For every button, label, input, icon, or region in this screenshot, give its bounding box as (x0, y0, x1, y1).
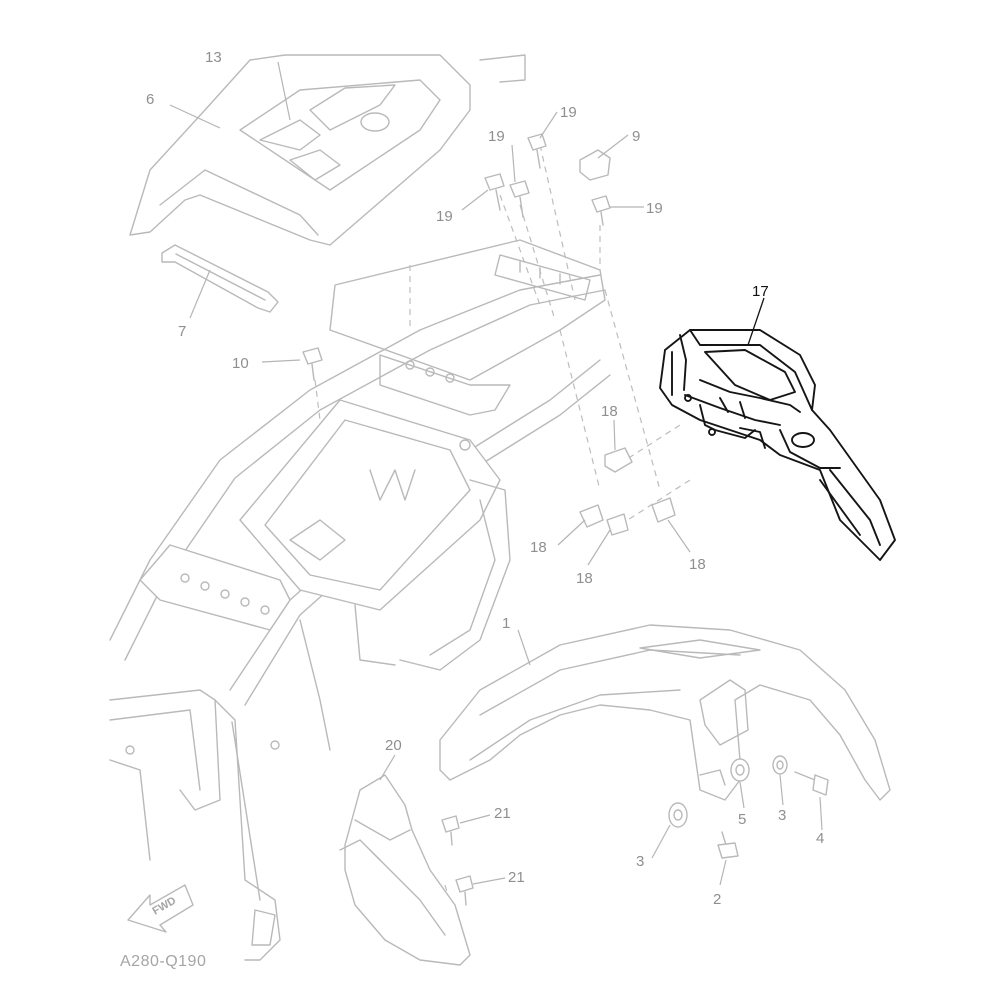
callout-21-b: 21 (508, 869, 525, 886)
callout-19-a: 19 (560, 104, 577, 121)
collar-part-10[interactable] (302, 347, 323, 381)
washer-3-a[interactable] (668, 802, 688, 828)
callout-1: 1 (502, 615, 510, 632)
bolt-19-c[interactable] (509, 180, 530, 218)
callout-4: 4 (816, 830, 824, 847)
damper-18-d[interactable] (651, 497, 676, 523)
callout-7: 7 (178, 323, 186, 340)
collar-part-5[interactable] (730, 758, 750, 782)
callout-2: 2 (713, 891, 721, 908)
screw-21-b[interactable] (455, 875, 474, 906)
mud-flap-part-20[interactable] (339, 774, 471, 966)
grab-bar-part-7[interactable] (161, 244, 279, 313)
callout-18-c: 18 (576, 570, 593, 587)
callout-17: 17 (752, 283, 769, 300)
callout-3-b: 3 (778, 807, 786, 824)
callout-20: 20 (385, 737, 402, 754)
callout-19-d: 19 (646, 200, 663, 217)
callout-5: 5 (738, 811, 746, 828)
callout-18-a: 18 (601, 403, 618, 420)
callout-13: 13 (205, 49, 222, 66)
callout-9: 9 (632, 128, 640, 145)
bolt-part-2[interactable] (717, 831, 739, 859)
front-fender-part-1[interactable] (439, 624, 891, 801)
rear-frame (109, 239, 611, 961)
leader-lines (169, 61, 823, 886)
callout-18-d: 18 (689, 556, 706, 573)
callout-6: 6 (146, 91, 154, 108)
damper-18-b[interactable] (579, 504, 604, 528)
callout-labels: 13 6 7 10 19 19 19 19 9 17 18 18 18 18 1… (146, 49, 824, 908)
callout-19-c: 19 (436, 208, 453, 225)
callout-3-a: 3 (636, 853, 644, 870)
bolt-part-4[interactable] (794, 771, 829, 796)
damper-part-9[interactable] (579, 149, 611, 181)
screw-21-a[interactable] (441, 815, 460, 846)
seat-part-6[interactable] (129, 54, 526, 246)
callout-10: 10 (232, 355, 249, 372)
bolt-19-b[interactable] (484, 173, 505, 211)
rear-fender-part-17[interactable] (659, 329, 896, 561)
bolt-19-a[interactable] (527, 133, 547, 169)
damper-18-a[interactable] (604, 447, 633, 473)
washer-3-b[interactable] (772, 755, 788, 775)
bolt-19-d[interactable] (591, 195, 611, 226)
callout-19-b: 19 (488, 128, 505, 145)
forward-arrow-icon: FWD (127, 884, 194, 933)
damper-18-c[interactable] (606, 513, 629, 536)
callout-21-a: 21 (494, 805, 511, 822)
diagram-code: A280-Q190 (120, 953, 206, 970)
callout-18-b: 18 (530, 539, 547, 556)
